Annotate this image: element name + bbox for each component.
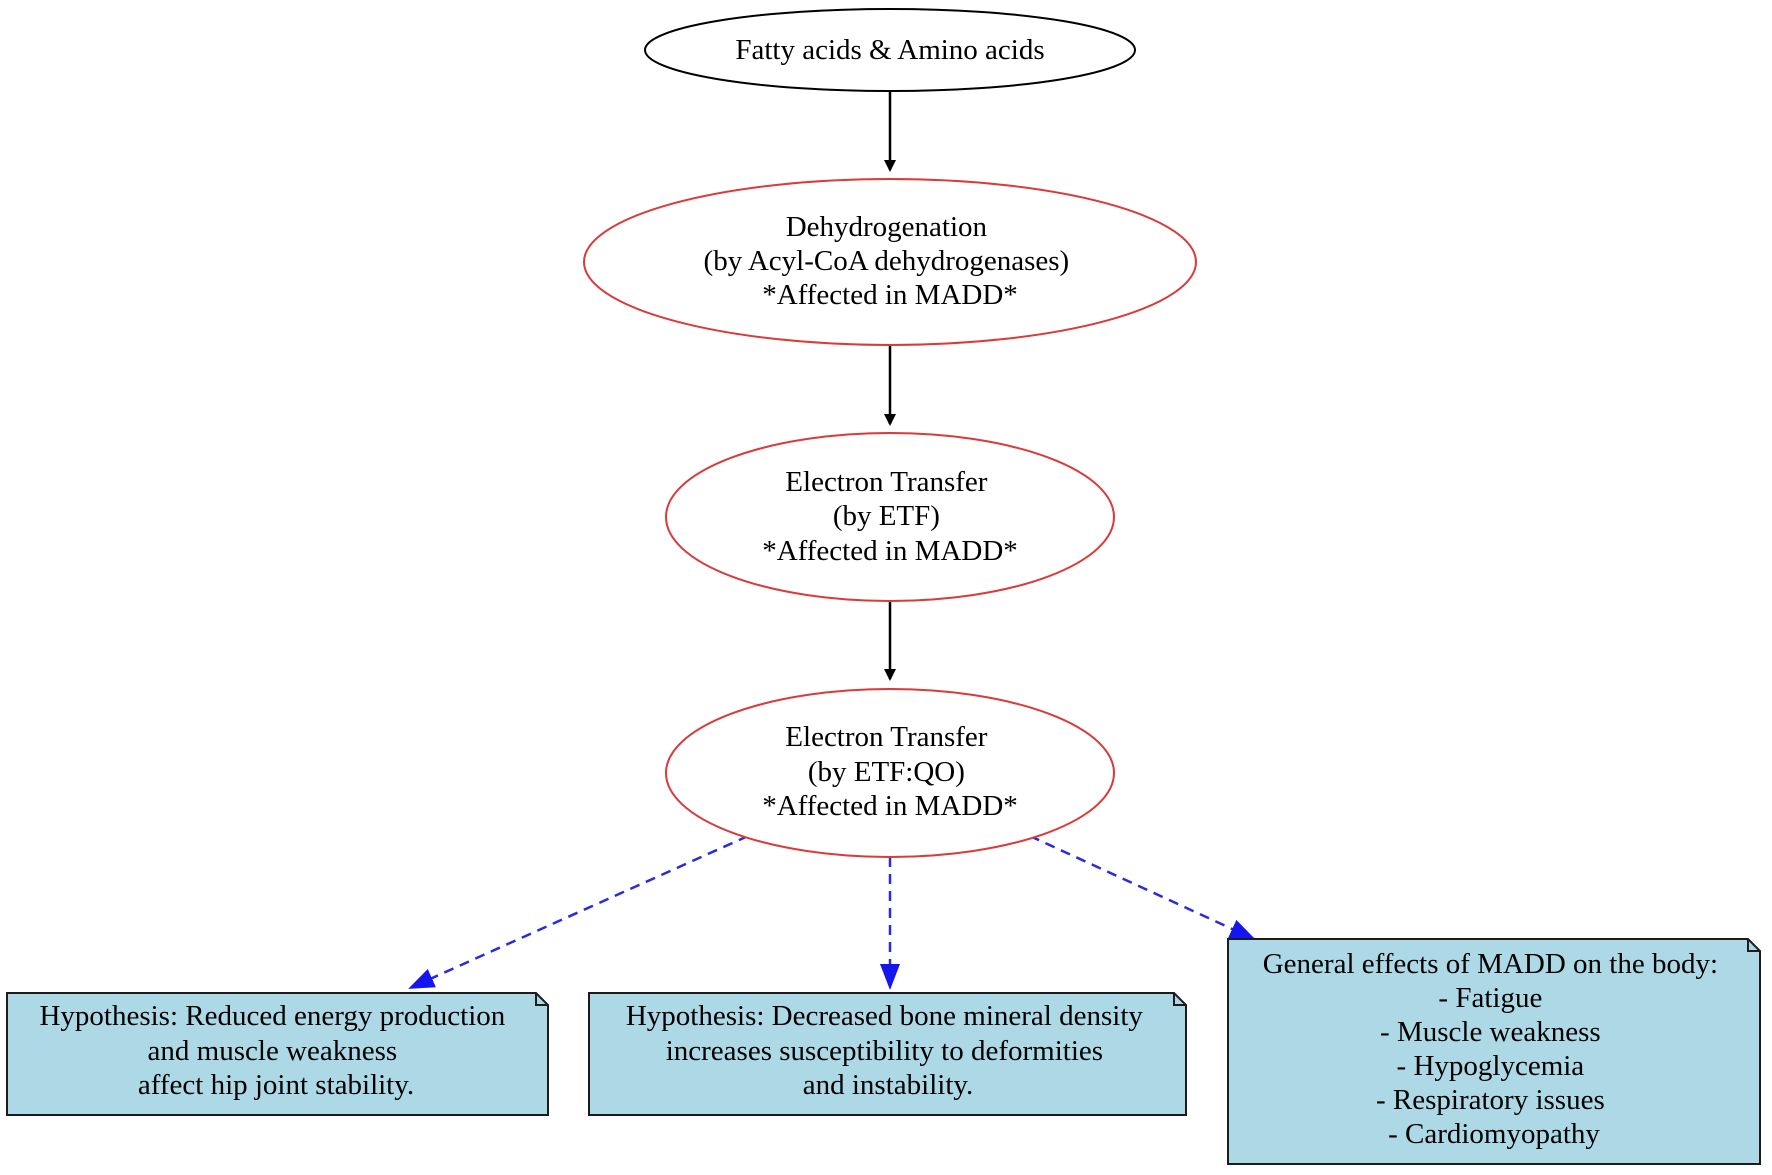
general-effects-item: - Respiratory issues [1376,1084,1605,1116]
hypothesis-bone-label-line: increases susceptibility to deformities [666,1035,1103,1067]
note-fold-corner [535,993,548,1006]
start-label-line: Fatty acids & Amino acids [735,34,1044,66]
note-fold-corner [1173,993,1186,1006]
note-hypothesis-bone: Hypothesis: Decreased bone mineral densi… [588,992,1187,1116]
general-effects-box [1227,938,1761,1165]
edge-etfqo-to-hypothesis-hip [408,834,749,990]
general-effects-item: - Fatigue [1438,982,1542,1014]
note-general-effects: General effects of MADD on the body: - F… [1227,938,1761,1165]
etf-label-line: *Affected in MADD* [762,535,1018,567]
hypothesis-bone-label: Hypothesis: Decreased bone mineral densi… [626,1000,1150,1101]
node-etf: Electron Transfer (by ETF) *Affected in … [665,432,1115,602]
node-dehydrogenation: Dehydrogenation (by Acyl-CoA dehydrogena… [583,178,1197,346]
etf-label-line: (by ETF) [833,500,940,532]
hypothesis-hip-label-line: and muscle weakness [148,1035,398,1067]
general-effects-item: - Cardiomyopathy [1388,1118,1600,1150]
general-effects-label: General effects of MADD on the body: - F… [1263,948,1726,1150]
etfqo-ellipse [665,688,1115,858]
edge-etfqo-to-general-effects [1029,834,1256,941]
node-start: Fatty acids & Amino acids [644,8,1136,92]
etf-label: Electron Transfer (by ETF) *Affected in … [762,466,1018,567]
general-effects-item: - Hypoglycemia [1397,1050,1585,1082]
hypothesis-hip-box [6,992,549,1116]
dehydrogenation-label-line: *Affected in MADD* [762,279,1018,311]
etfqo-label-line: (by ETF:QO) [808,756,965,788]
hypothesis-hip-label-line: Hypothesis: Reduced energy production [39,1000,505,1032]
etf-ellipse [665,432,1115,602]
etf-label-line: Electron Transfer [785,466,987,498]
note-hypothesis-hip: Hypothesis: Reduced energy production an… [6,992,549,1116]
etfqo-label-line: *Affected in MADD* [762,790,1018,822]
hypothesis-bone-label-line: Hypothesis: Decreased bone mineral densi… [626,1000,1144,1032]
dehydrogenation-label-line: (by Acyl-CoA dehydrogenases) [704,245,1070,277]
hypothesis-bone-box [588,992,1187,1116]
etfqo-label: Electron Transfer (by ETF:QO) *Affected … [762,721,1018,822]
hypothesis-hip-label: Hypothesis: Reduced energy production an… [39,1000,512,1101]
dehydrogenation-label-line: Dehydrogenation [786,211,988,243]
etfqo-label-line: Electron Transfer [785,721,987,753]
dehydrogenation-label: Dehydrogenation (by Acyl-CoA dehydrogena… [704,211,1077,311]
dehydrogenation-ellipse [583,178,1197,346]
start-ellipse [644,8,1136,92]
hypothesis-hip-label-line: affect hip joint stability. [138,1069,414,1101]
edges-group [408,92,1256,990]
start-label: Fatty acids & Amino acids [735,34,1044,66]
general-effects-heading: General effects of MADD on the body: [1263,948,1718,980]
node-etfqo: Electron Transfer (by ETF:QO) *Affected … [665,688,1115,858]
general-effects-item: - Muscle weakness [1380,1016,1601,1048]
hypothesis-bone-label-line: and instability. [803,1069,974,1101]
note-fold-corner [1747,939,1760,952]
